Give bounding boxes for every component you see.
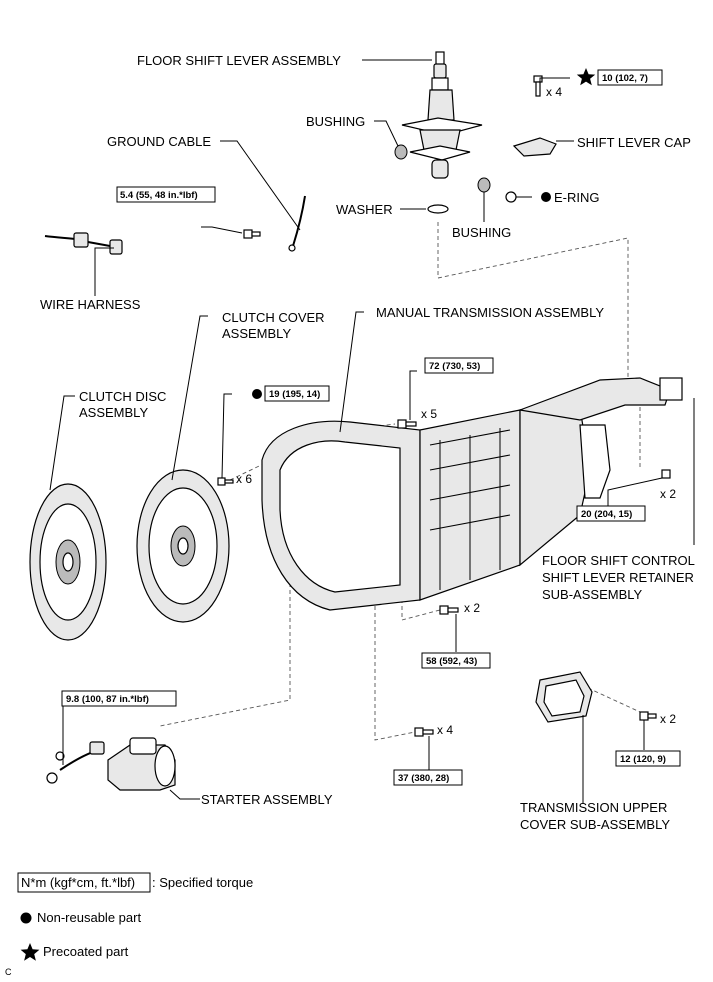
qty-retainer: x 2 <box>660 487 676 501</box>
bolt-58-part <box>439 605 459 615</box>
label-ground-cable: GROUND CABLE <box>107 134 211 149</box>
torque-box-starter <box>61 690 177 707</box>
floor-shift-lever-part <box>401 51 483 179</box>
torque-box-ground <box>116 186 216 203</box>
nonreusable-dot-icon <box>252 389 262 399</box>
washer-part <box>427 204 449 214</box>
clutch-disc-part <box>29 483 107 641</box>
qty-cover: x 6 <box>236 472 252 486</box>
label-upper-cover-1: TRANSMISSION UPPER <box>520 800 667 815</box>
label-e-ring: E-RING <box>554 190 600 205</box>
legend-torque-unit: N*m (kgf*cm, ft.*lbf) <box>21 875 135 890</box>
qty-cap: x 4 <box>546 85 562 99</box>
precoated-star-icon <box>576 68 596 86</box>
label-washer: WASHER <box>336 202 393 217</box>
torque-box-cap <box>597 69 663 86</box>
torque-cover: 19 (195, 14) <box>269 389 320 400</box>
corner-mark: C <box>5 967 12 977</box>
ground-cable-terminal <box>288 244 296 252</box>
upper-cover-part <box>535 671 593 723</box>
torque-box-upper <box>615 750 681 767</box>
qty-trans: x 5 <box>421 407 437 421</box>
label-manual-transmission: MANUAL TRANSMISSION ASSEMBLY <box>376 305 604 320</box>
legend-torque-box <box>17 872 151 893</box>
legend: N*m (kgf*cm, ft.*lbf) : Specified torque… <box>5 872 253 977</box>
label-clutch-cover-1: CLUTCH COVER <box>222 310 325 325</box>
manual-transmission-part <box>261 377 683 611</box>
bushing-bottom-part <box>477 177 491 193</box>
ground-bolt-part <box>243 229 261 239</box>
torque-upper: 12 (120, 9) <box>620 754 666 765</box>
legend-dot-icon <box>20 912 32 924</box>
cap-bolt-part <box>533 75 543 97</box>
torque-starter: 9.8 (100, 87 in.*lbf) <box>66 694 149 705</box>
label-floor-shift-control-3: SUB-ASSEMBLY <box>542 587 643 602</box>
torque-box-trans <box>424 357 494 374</box>
clutch-cover-bolt-part <box>217 477 234 486</box>
legend-nonreusable: Non-reusable part <box>37 910 141 925</box>
label-shift-lever-cap: SHIFT LEVER CAP <box>577 135 691 150</box>
leader-lines <box>49 59 695 804</box>
label-clutch-cover-2: ASSEMBLY <box>222 326 291 341</box>
label-wire-harness: WIRE HARNESS <box>40 297 141 312</box>
clutch-cover-part <box>136 469 230 623</box>
label-upper-cover-2: COVER SUB-ASSEMBLY <box>520 817 670 832</box>
ground-cable-part <box>292 195 306 247</box>
nonreusable-dot-icon <box>541 192 551 202</box>
label-floor-shift-lever: FLOOR SHIFT LEVER ASSEMBLY <box>137 53 341 68</box>
retainer-nut-part <box>661 469 671 479</box>
label-bushing-top: BUSHING <box>306 114 365 129</box>
torque-retainer: 20 (204, 15) <box>581 509 632 520</box>
starter-part <box>46 737 176 791</box>
label-floor-shift-control-2: SHIFT LEVER RETAINER <box>542 570 694 585</box>
wire-harness-part <box>44 232 123 255</box>
label-floor-shift-control-1: FLOOR SHIFT CONTROL <box>542 553 695 568</box>
upper-cover-bolt-part <box>639 711 657 721</box>
bushing-top-part <box>394 144 408 160</box>
label-clutch-disc-2: ASSEMBLY <box>79 405 148 420</box>
torque-trans: 72 (730, 53) <box>429 361 480 372</box>
qty-37: x 4 <box>437 723 453 737</box>
label-starter: STARTER ASSEMBLY <box>201 792 333 807</box>
label-clutch-disc-1: CLUTCH DISC <box>79 389 166 404</box>
label-bushing-bottom: BUSHING <box>452 225 511 240</box>
legend-torque-desc: : Specified torque <box>152 875 253 890</box>
torque-ground: 5.4 (55, 48 in.*lbf) <box>120 190 198 201</box>
shift-lever-cap-part <box>512 137 557 157</box>
torque-58: 58 (592, 43) <box>426 656 477 667</box>
legend-precoated: Precoated part <box>43 944 129 959</box>
torque-cap: 10 (102, 7) <box>602 73 648 84</box>
torque-box-retainer <box>576 505 646 522</box>
torque-box-58 <box>421 652 491 669</box>
torque-box-cover <box>264 385 330 402</box>
torque-box-37 <box>393 769 463 786</box>
bolt-37-part <box>414 727 434 737</box>
torque-37: 37 (380, 28) <box>398 773 449 784</box>
legend-star-icon <box>20 943 40 961</box>
qty-58: x 2 <box>464 601 480 615</box>
transmission-bolt-part <box>397 419 417 429</box>
qty-upper: x 2 <box>660 712 676 726</box>
e-ring-part <box>505 191 517 203</box>
